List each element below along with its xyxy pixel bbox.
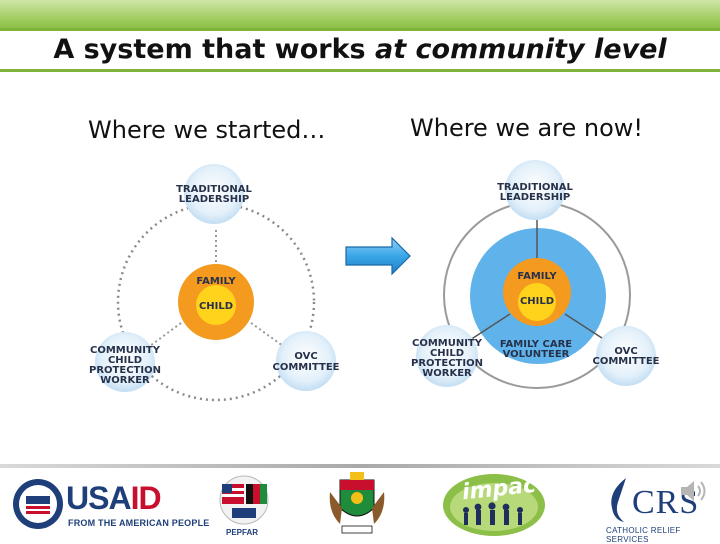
left-link-left <box>149 319 186 347</box>
right-ovc-line1: OVC <box>614 346 637 357</box>
title-band <box>0 28 720 72</box>
usaid-seal-logo <box>13 479 63 529</box>
slide-title: A system that works at community level <box>53 34 667 65</box>
right-cpw-line4: WORKER <box>422 368 472 379</box>
left-traditional-line2: LEADERSHIP <box>179 194 249 205</box>
usaid-wordmark: USAID <box>66 480 162 516</box>
right-ovc-bubble <box>596 326 656 386</box>
right-family-label: FAMILY <box>517 271 557 282</box>
pepfar-flags-logo <box>219 475 269 525</box>
right-child-circle <box>518 283 556 321</box>
right-diagram: TRADITIONAL LEADERSHIP FAMILY CHILD COMM… <box>411 160 660 389</box>
left-child-label: CHILD <box>199 301 233 312</box>
right-fcv-line1: FAMILY CARE <box>500 339 572 350</box>
left-cpw-line2: CHILD <box>108 355 142 366</box>
impact-logo <box>443 474 545 536</box>
right-traditional-bubble <box>505 160 565 220</box>
progress-arrow-icon <box>345 236 411 276</box>
left-cpw-line3: PROTECTION <box>89 365 161 376</box>
left-ovc-line1: OVC <box>294 351 317 362</box>
speaker-icon[interactable] <box>678 476 710 506</box>
left-cpw-bubble <box>95 332 155 392</box>
left-cpw-line4: WORKER <box>100 375 150 386</box>
pepfar-label: PEPFAR <box>226 528 259 537</box>
left-ovc-line2: COMMITTEE <box>273 362 340 373</box>
right-ovc-line2: COMMITTEE <box>593 356 660 367</box>
left-family-label: FAMILY <box>196 276 236 287</box>
right-traditional-line1: TRADITIONAL <box>497 182 573 193</box>
coat-of-arms-logo <box>329 472 385 534</box>
right-heading: Where we are now! <box>410 114 644 142</box>
left-heading: Where we started… <box>88 116 326 144</box>
footer-divider <box>0 464 720 468</box>
right-link-right <box>564 313 606 341</box>
left-link-right <box>246 319 284 347</box>
right-cpw-line3: PROTECTION <box>411 358 483 369</box>
left-traditional-line1: TRADITIONAL <box>176 184 252 195</box>
left-diagram: TRADITIONAL LEADERSHIP FAMILY CHILD COMM… <box>89 164 340 402</box>
top-green-bar <box>0 0 720 28</box>
left-child-circle <box>196 285 236 325</box>
right-traditional-line2: LEADERSHIP <box>500 192 570 203</box>
right-cpw-bubble <box>416 325 478 387</box>
left-traditional-bubble <box>184 164 244 224</box>
usaid-tagline: FROM THE AMERICAN PEOPLE <box>68 518 210 528</box>
right-link-left <box>469 313 511 341</box>
crs-tagline: CATHOLIC RELIEF SERVICES <box>606 526 681 544</box>
left-outer-ring <box>116 202 316 402</box>
right-child-label: CHILD <box>520 296 554 307</box>
right-fcv-line2: VOLUNTEER <box>503 349 570 360</box>
left-cpw-line1: COMMUNITY <box>90 345 161 356</box>
left-ovc-bubble <box>276 331 336 391</box>
right-cpw-line2: CHILD <box>430 348 464 359</box>
right-cpw-line1: COMMUNITY <box>412 338 483 349</box>
crs-flame-logo <box>611 478 626 522</box>
system-diagrams: TRADITIONAL LEADERSHIP FAMILY CHILD COMM… <box>89 160 660 402</box>
